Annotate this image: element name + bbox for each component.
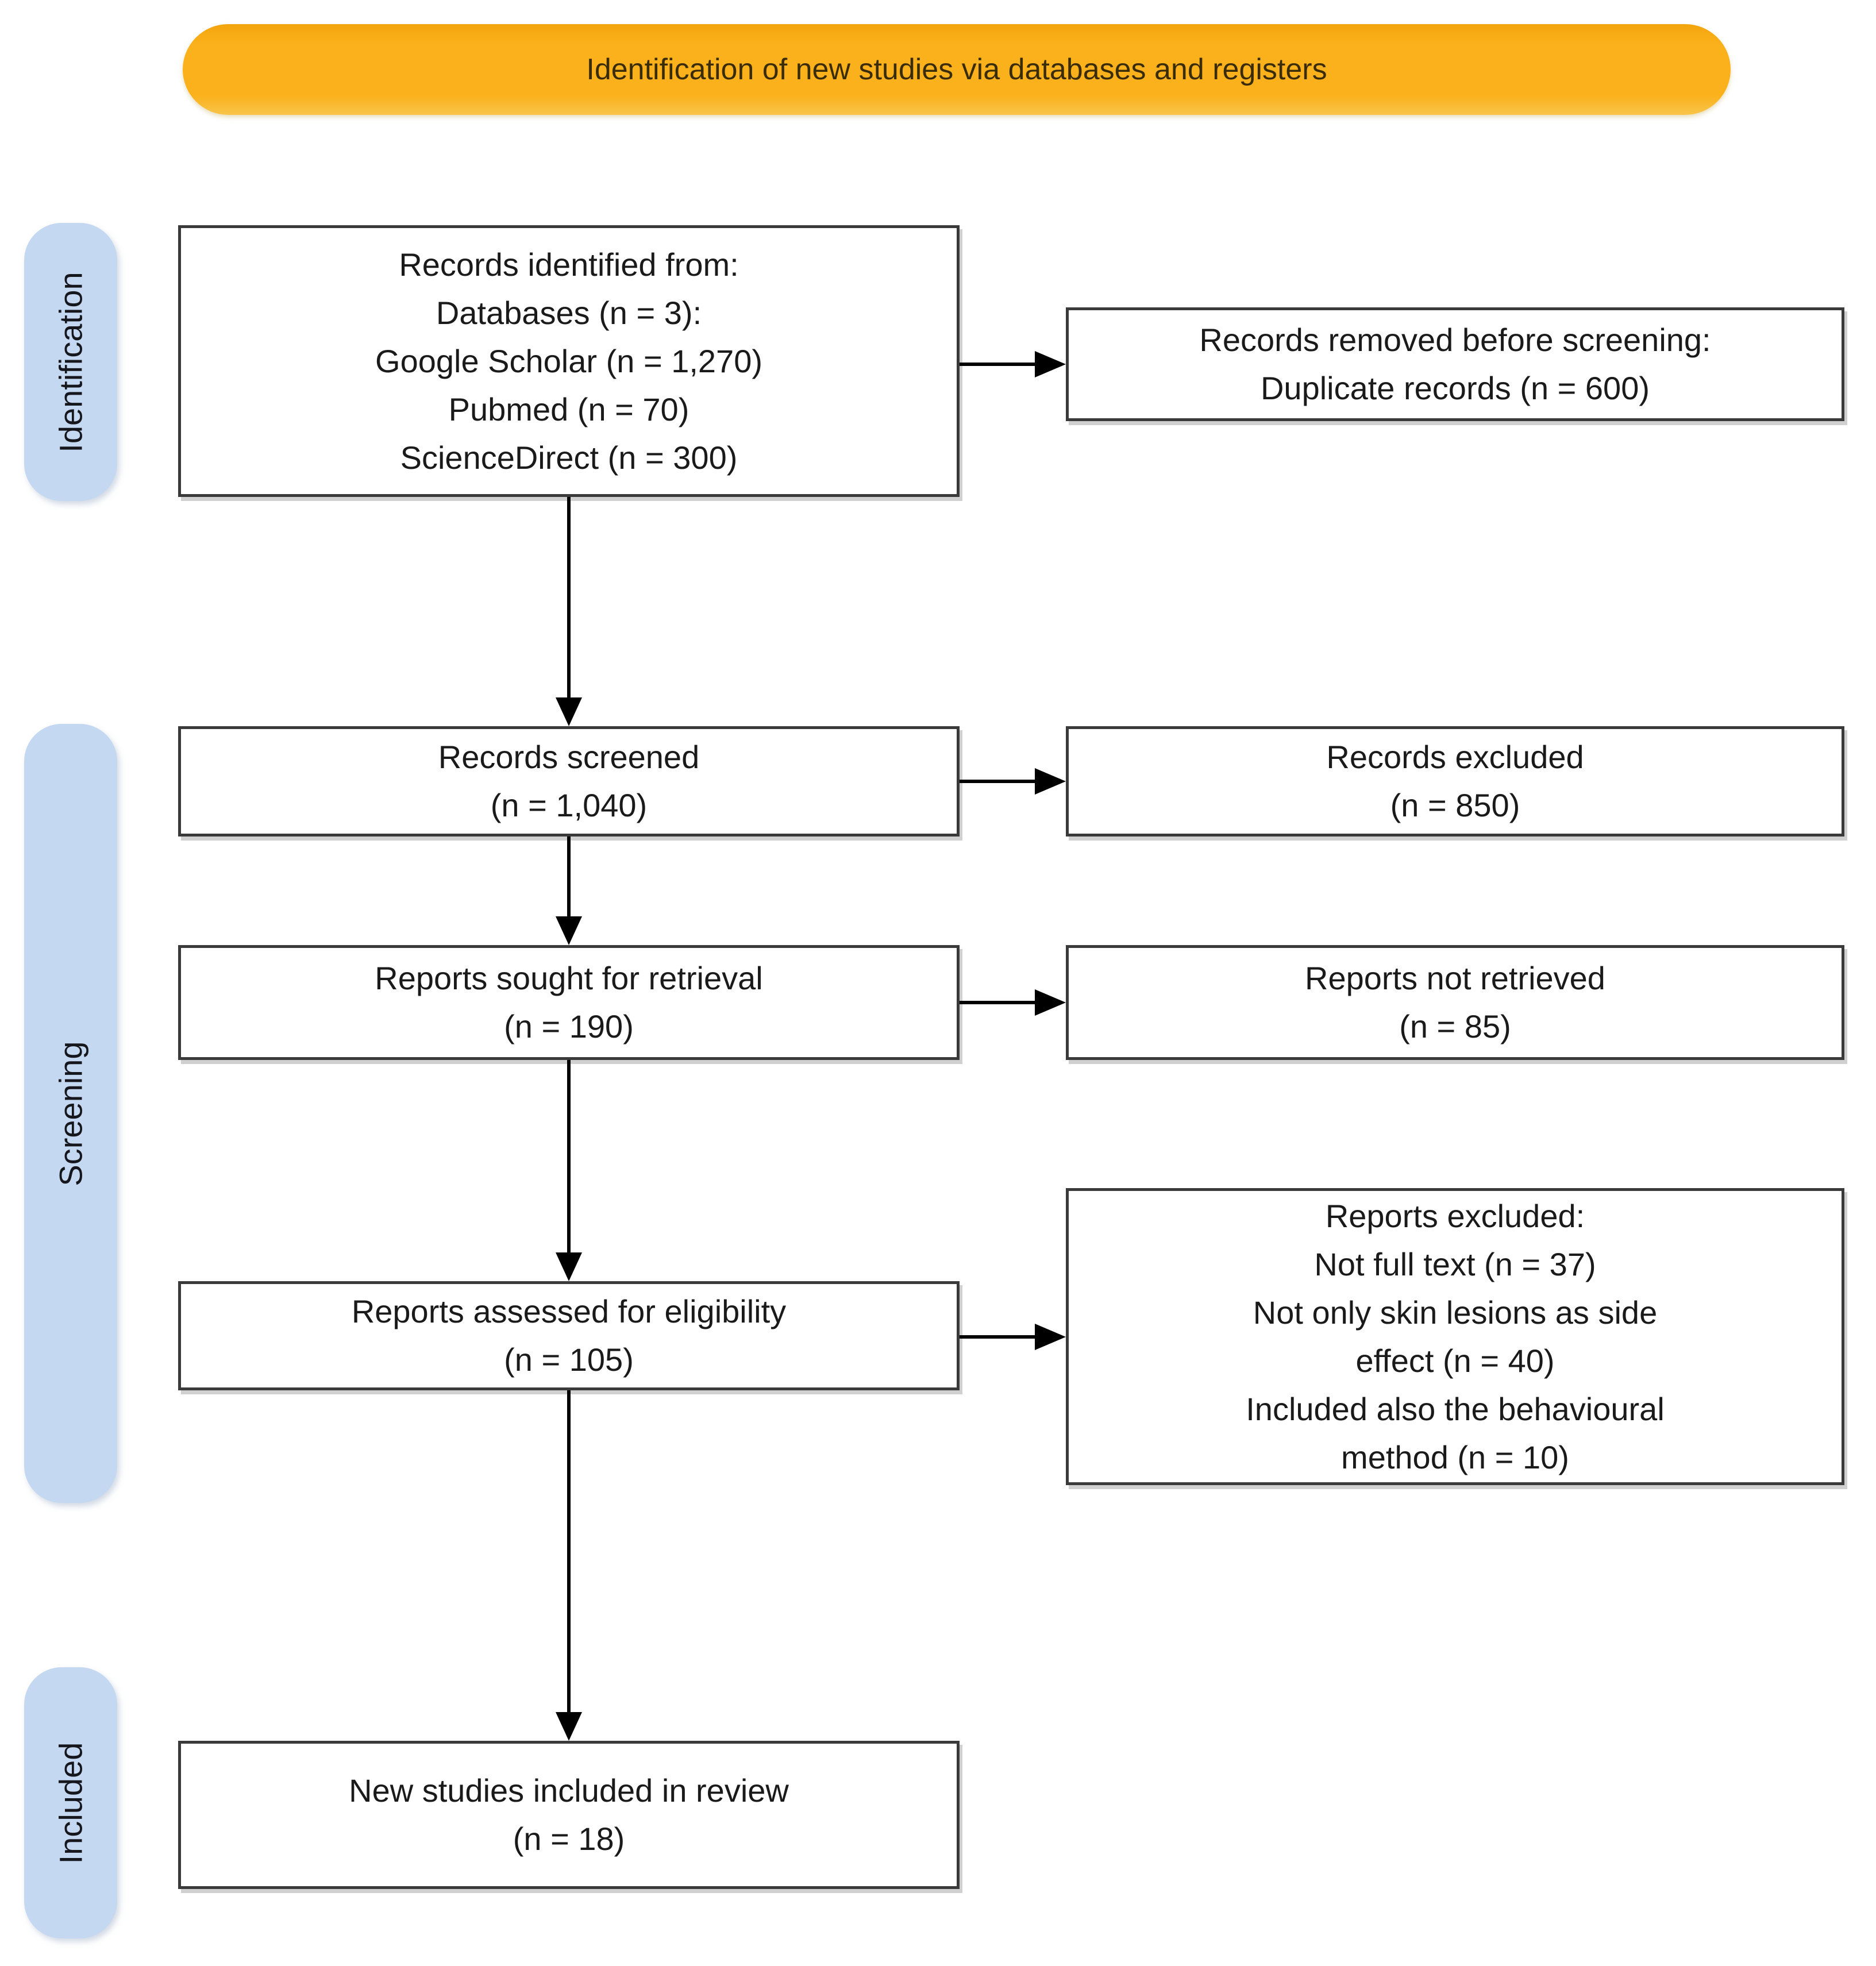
arrow-right-icon — [1035, 351, 1066, 377]
box-reports-excluded: Reports excluded: Not full text (n = 37)… — [1066, 1188, 1844, 1485]
arrow-right-icon — [1035, 1324, 1066, 1350]
box-reports-excluded-text: Reports excluded: Not full text (n = 37)… — [1246, 1197, 1665, 1475]
box-new-studies-included-text: New studies included in review (n = 18) — [349, 1772, 789, 1857]
arrow-right-icon — [1035, 768, 1066, 795]
stage-label-included: Included — [52, 1742, 89, 1864]
arrow-down-icon — [556, 916, 582, 945]
box-reports-sought-text: Reports sought for retrieval (n = 190) — [375, 960, 763, 1044]
stage-label-identification: Identification — [52, 271, 89, 453]
connector-line — [960, 780, 1040, 783]
box-reports-not-retrieved-text: Reports not retrieved (n = 85) — [1305, 960, 1605, 1044]
box-reports-assessed-text: Reports assessed for eligibility (n = 10… — [351, 1293, 787, 1378]
stage-label-screening: Screening — [52, 1040, 89, 1186]
arrow-down-icon — [556, 1712, 582, 1741]
box-reports-sought: Reports sought for retrieval (n = 190) — [178, 945, 960, 1060]
banner-title: Identification of new studies via databa… — [586, 53, 1327, 86]
box-new-studies-included: New studies included in review (n = 18) — [178, 1741, 960, 1889]
box-records-identified: Records identified from: Databases (n = … — [178, 225, 960, 497]
arrow-down-icon — [556, 697, 582, 726]
connector-line — [960, 363, 1040, 366]
box-records-removed-text: Records removed before screening: Duplic… — [1199, 322, 1711, 406]
connector-line — [567, 497, 571, 701]
box-records-excluded: Records excluded (n = 850) — [1066, 726, 1844, 836]
connector-line — [567, 1060, 571, 1256]
stage-pill-screening: Screening — [24, 724, 117, 1503]
box-records-identified-text: Records identified from: Databases (n = … — [375, 246, 762, 476]
stage-pill-identification: Identification — [24, 223, 117, 501]
box-reports-assessed: Reports assessed for eligibility (n = 10… — [178, 1281, 960, 1390]
box-records-screened: Records screened (n = 1,040) — [178, 726, 960, 836]
stage-pill-included: Included — [24, 1667, 117, 1938]
connector-line — [960, 1335, 1040, 1339]
connector-line — [960, 1001, 1040, 1004]
connector-line — [567, 1390, 571, 1716]
box-records-removed: Records removed before screening: Duplic… — [1066, 307, 1844, 421]
arrow-down-icon — [556, 1252, 582, 1281]
box-reports-not-retrieved: Reports not retrieved (n = 85) — [1066, 945, 1844, 1060]
connector-line — [567, 836, 571, 920]
banner: Identification of new studies via databa… — [183, 24, 1731, 115]
arrow-right-icon — [1035, 989, 1066, 1016]
box-records-excluded-text: Records excluded (n = 850) — [1326, 739, 1584, 823]
box-records-screened-text: Records screened (n = 1,040) — [438, 739, 700, 823]
